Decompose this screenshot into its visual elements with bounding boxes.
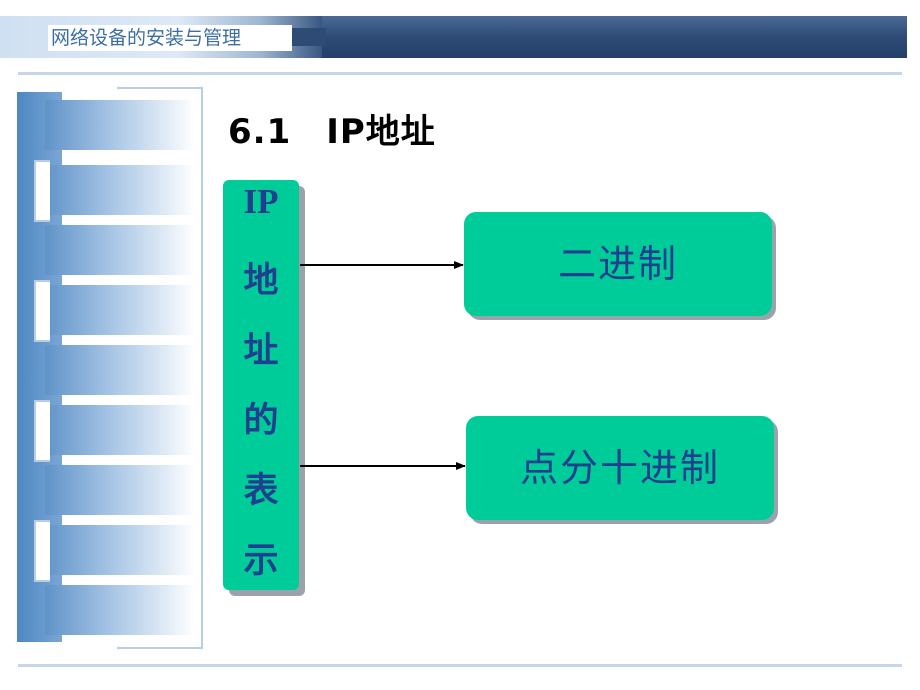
slide-heading: 6.1 IP地址 <box>228 112 436 152</box>
side-frame <box>117 87 203 649</box>
side-notch <box>34 160 50 222</box>
side-band <box>45 465 195 515</box>
header-divider <box>18 72 902 75</box>
root-char: IP <box>243 182 279 221</box>
root-char: 表 <box>243 471 279 510</box>
root-char: 的 <box>243 401 279 440</box>
root-char: 地 <box>243 261 279 300</box>
side-notch <box>34 520 50 582</box>
side-band <box>45 285 195 335</box>
course-title: 网络设备的安装与管理 <box>48 25 292 51</box>
side-band <box>45 165 195 215</box>
side-notch <box>34 400 50 462</box>
side-band <box>45 585 195 635</box>
side-band <box>45 100 195 150</box>
root-char: 址 <box>243 331 279 370</box>
header-notch <box>292 28 326 46</box>
node-binary: 二进制 <box>464 212 772 316</box>
side-band <box>45 525 195 575</box>
node-dotted-decimal: 点分十进制 <box>466 416 774 520</box>
header-bar <box>322 16 907 58</box>
footer-divider <box>18 664 902 667</box>
side-band <box>45 405 195 455</box>
root-box: IP 地 址 的 表 示 <box>223 180 299 590</box>
root-char: 示 <box>243 541 279 580</box>
side-band <box>45 225 195 275</box>
side-notch <box>34 280 50 342</box>
side-band <box>45 345 195 395</box>
